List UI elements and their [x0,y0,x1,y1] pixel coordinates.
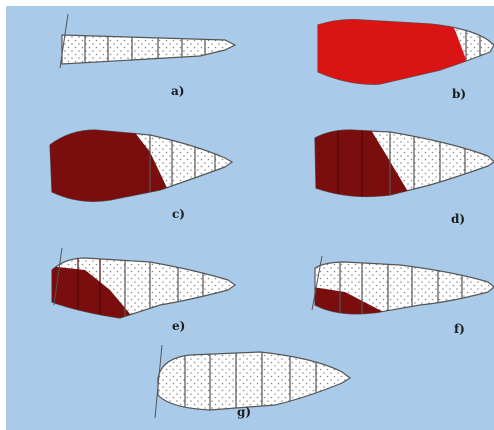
panel-e-label: e) [172,320,185,332]
panel-d-label: d) [451,213,465,225]
panel-b-label: b) [452,88,466,100]
panel-a-label: a) [171,85,184,97]
panel-g-label: g) [237,406,251,418]
panel-c-label: c) [172,208,185,220]
panel-f-label: f) [454,323,465,335]
